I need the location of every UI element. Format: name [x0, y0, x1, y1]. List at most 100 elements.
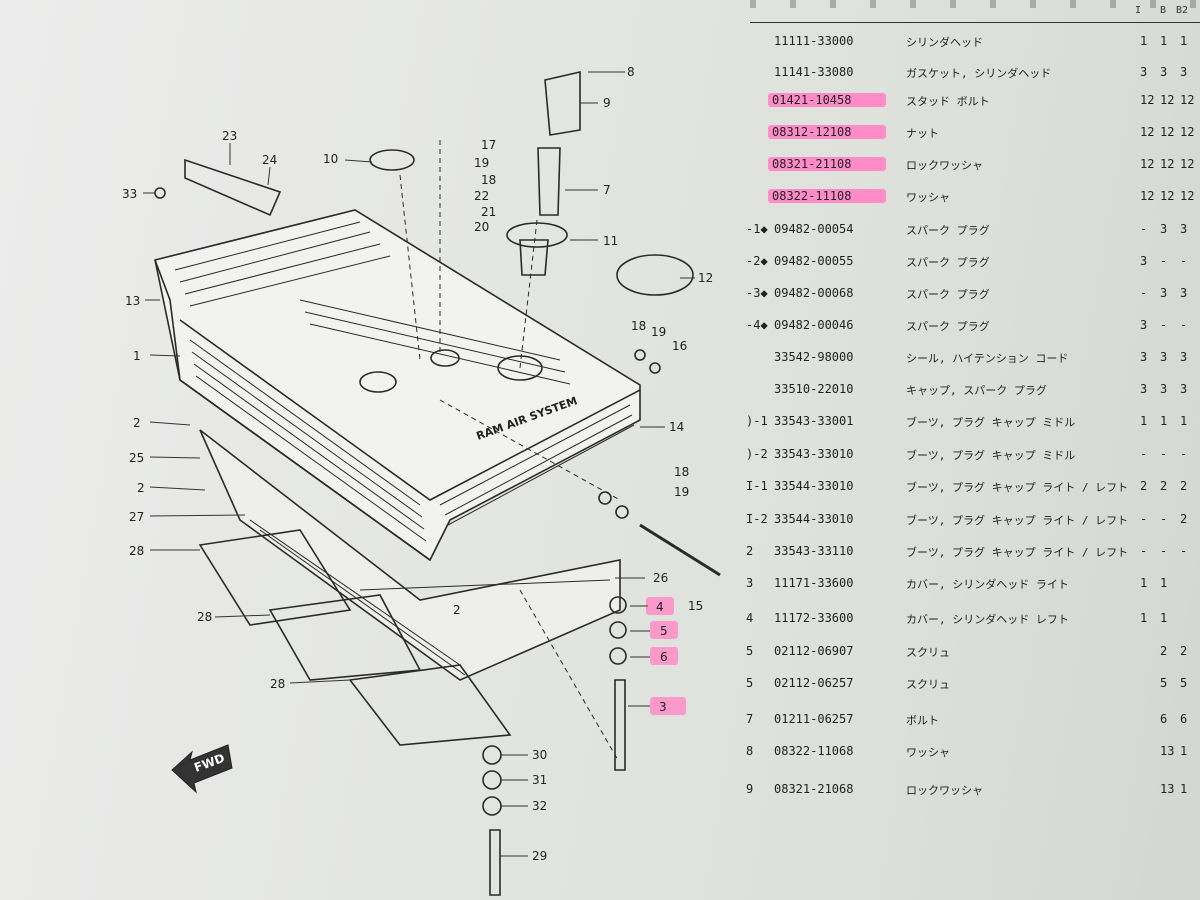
table-top-rule	[750, 22, 1200, 23]
qty-b: 3	[1160, 65, 1168, 79]
qty-b: 5	[1160, 676, 1168, 690]
qty-i: 3	[1140, 65, 1148, 79]
part-description: ロックワッシャ	[906, 159, 983, 172]
part-number: 08312-12108	[768, 125, 886, 139]
ref-number: 7	[746, 712, 754, 726]
qty-b: 1	[1160, 611, 1168, 625]
callout-6: 6	[660, 650, 668, 664]
callout-17: 17	[481, 138, 496, 152]
part-number: 02112-06907	[774, 644, 854, 658]
qty-i: 3	[1140, 318, 1148, 332]
qty-i: -	[1140, 544, 1148, 558]
callout-19c: 19	[674, 485, 689, 499]
part-number: 33543-33001	[774, 414, 854, 428]
part-number: 33544-33010	[774, 512, 854, 526]
qty-i: -	[1140, 222, 1148, 236]
header-col-b2: B2	[1176, 5, 1189, 16]
qty-i: 1	[1140, 611, 1148, 625]
header-col-i: I	[1135, 5, 1142, 16]
part-number: 01211-06257	[774, 712, 854, 726]
qty-b2: 12	[1180, 189, 1195, 203]
qty-i: -	[1140, 447, 1148, 461]
qty-b2: -	[1180, 318, 1188, 332]
callout-22: 22	[474, 189, 489, 203]
qty-b: 1	[1160, 414, 1168, 428]
part-description: スパーク プラグ	[906, 288, 990, 301]
ref-number: 5	[746, 644, 754, 658]
cylinder-head-drawing	[154, 70, 721, 896]
qty-i: 12	[1140, 93, 1155, 107]
qty-b: 12	[1160, 125, 1175, 139]
part-description: ガスケット, シリンダヘッド	[906, 67, 1052, 80]
callout-26: 26	[653, 571, 668, 585]
part-description: ブーツ, プラグ キャップ ライト / レフト	[906, 514, 1129, 527]
qty-i: -	[1140, 286, 1148, 300]
callout-32: 32	[532, 799, 547, 813]
callout-27: 27	[129, 510, 144, 524]
qty-b2: 3	[1180, 65, 1188, 79]
part-number: 09482-00055	[774, 254, 854, 268]
qty-i: 1	[1140, 576, 1148, 590]
qty-i: -	[1140, 512, 1148, 526]
qty-b2: 6	[1180, 712, 1188, 726]
part-description: ブーツ, プラグ キャップ ミドル	[906, 416, 1076, 429]
callout-1: 1	[133, 349, 141, 363]
qty-b2: 1	[1180, 744, 1188, 758]
part-description: ブーツ, プラグ キャップ ライト / レフト	[906, 546, 1129, 559]
callout-20: 20	[474, 220, 489, 234]
qty-b2: 2	[1180, 479, 1188, 493]
ref-number: -3◆	[746, 286, 768, 300]
ref-number: 4	[746, 611, 754, 625]
part-number: 08322-11108	[768, 189, 886, 203]
qty-b: 3	[1160, 286, 1168, 300]
qty-b2: 3	[1180, 382, 1188, 396]
qty-b: 12	[1160, 157, 1175, 171]
part-number: 11172-33600	[774, 611, 854, 625]
callout-2a: 2	[133, 416, 141, 430]
ref-number: )-2	[746, 447, 768, 461]
part-description: ナット	[906, 127, 939, 140]
qty-i: 3	[1140, 350, 1148, 364]
part-description: ボルト	[906, 714, 939, 727]
callout-14: 14	[669, 420, 684, 434]
qty-b2: 12	[1180, 125, 1195, 139]
callout-28b: 28	[197, 610, 212, 624]
part-description: ワッシャ	[906, 191, 950, 204]
qty-b: 3	[1160, 382, 1168, 396]
part-description: ブーツ, プラグ キャップ ミドル	[906, 449, 1076, 462]
callout-18a: 18	[481, 173, 496, 187]
part-number: 08321-21068	[774, 782, 854, 796]
part-description: スパーク プラグ	[906, 256, 990, 269]
qty-i: 2	[1140, 479, 1148, 493]
ref-number: -2◆	[746, 254, 768, 268]
qty-b2: 3	[1180, 222, 1188, 236]
callout-7: 7	[603, 183, 611, 197]
part-description: シリンダヘッド	[906, 36, 983, 49]
callout-11: 11	[603, 234, 618, 248]
part-number: 11171-33600	[774, 576, 854, 590]
qty-i: 3	[1140, 382, 1148, 396]
callout-30: 30	[532, 748, 547, 762]
ref-number: )-1	[746, 414, 768, 428]
ref-number: 3	[746, 576, 754, 590]
ref-number: I-1	[746, 479, 768, 493]
part-description: ブーツ, プラグ キャップ ライト / レフト	[906, 481, 1129, 494]
ref-number: I-2	[746, 512, 768, 526]
qty-b: -	[1160, 447, 1168, 461]
callout-24: 24	[262, 153, 277, 167]
callout-8: 8	[627, 65, 635, 79]
qty-b2: 2	[1180, 644, 1188, 658]
part-description: スパーク プラグ	[906, 320, 990, 333]
